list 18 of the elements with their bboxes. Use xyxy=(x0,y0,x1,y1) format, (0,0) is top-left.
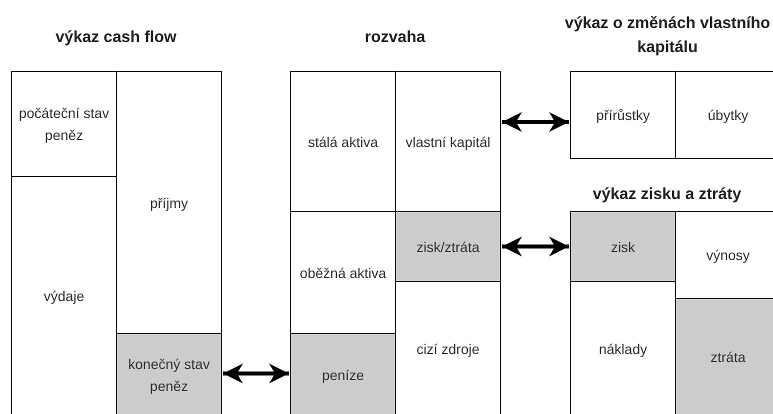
panel-heading: výkaz cash flow xyxy=(54,28,178,48)
double-arrow xyxy=(502,236,569,256)
panel-heading: výkaz o změnách vlastního kapitálu xyxy=(564,14,772,58)
account-cell: přírůstky xyxy=(570,71,676,159)
panel-heading: rozvaha xyxy=(364,28,426,48)
account-cell: ztráta xyxy=(675,298,773,414)
account-cell: vlastní kapitál xyxy=(395,71,501,212)
account-cell: zisk/ztráta xyxy=(395,211,501,282)
panel-heading: výkaz zisku a ztráty xyxy=(592,185,742,205)
account-cell: příjmy xyxy=(116,71,222,334)
account-cell: peníze xyxy=(290,333,396,414)
double-arrow xyxy=(502,112,569,132)
account-cell: úbytky xyxy=(675,71,773,159)
account-cell: stálá aktiva xyxy=(290,71,396,212)
account-cell: zisk xyxy=(570,211,676,282)
account-cell: počáteční stav peněz xyxy=(11,71,117,177)
double-arrow xyxy=(223,364,289,384)
account-cell: konečný stav peněz xyxy=(116,333,222,414)
